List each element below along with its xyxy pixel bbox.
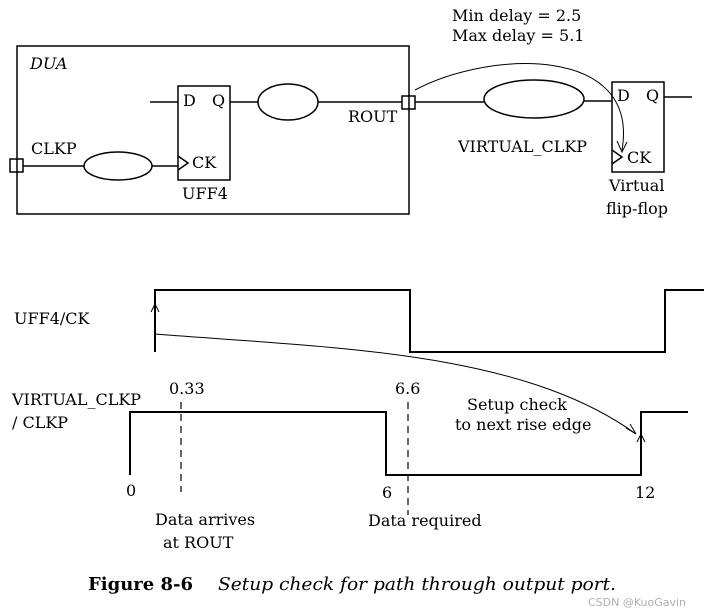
dua-box <box>16 45 410 215</box>
watermark: CSDN @KuoGavin <box>588 596 686 609</box>
time-0: 0 <box>126 481 136 500</box>
internal-logic <box>257 83 319 121</box>
setup-check-arrow-head <box>625 423 637 435</box>
virtual-ff-label-1: Virtual <box>608 176 664 195</box>
vclk-waveform-label-1: VIRTUAL_CLKP <box>11 390 141 409</box>
uff4-ck-waveform-label: UFF4/CK <box>14 309 91 328</box>
data-arrives-label-1: Data arrives <box>155 510 255 529</box>
delay-arrow <box>414 63 624 151</box>
waveforms: UFF4/CK VIRTUAL_CLKP / CLKP 0.33 6.6 0 6… <box>11 289 704 552</box>
virtual-ff-clock-triangle <box>611 149 624 165</box>
virtual-ff-label-2: flip-flop <box>606 199 668 218</box>
data-arrives-label-2: at ROUT <box>163 533 234 552</box>
time-12: 12 <box>635 483 655 502</box>
time-6: 6 <box>382 483 392 502</box>
min-delay-label: Min delay = 2.5 <box>452 6 581 25</box>
virtual-ff-d-pin: D <box>617 86 630 105</box>
virtual-flip-flop <box>611 81 665 173</box>
uff4-flip-flop <box>177 85 231 181</box>
uff4-q-pin: Q <box>212 91 225 110</box>
rout-label: ROUT <box>348 107 398 126</box>
external-delay <box>483 79 585 119</box>
uff4-clock-triangle <box>177 155 190 171</box>
uff4-ck-pin: CK <box>192 153 217 172</box>
setup-check-arrow <box>154 333 637 435</box>
virtual-clkp-label: VIRTUAL_CLKP <box>457 137 587 156</box>
schematic: Min delay = 2.5 Max delay = 5.1 DUA CLKP… <box>9 6 692 218</box>
vclk-rise-marker-head <box>636 432 646 443</box>
uff4-ck-rise-marker-head <box>150 302 160 313</box>
uff4-d-pin: D <box>183 91 196 110</box>
time-0-33: 0.33 <box>169 379 205 398</box>
vclk-waveform <box>129 411 688 476</box>
clkp-label: CLKP <box>31 139 77 158</box>
virtual-ff-q-pin: Q <box>646 86 659 105</box>
setup-check-label-2: to next rise edge <box>455 415 591 434</box>
setup-check-label-1: Setup check <box>467 395 567 414</box>
uff4-label: UFF4 <box>182 184 228 203</box>
uff4-ck-waveform <box>154 289 704 353</box>
time-6-6: 6.6 <box>395 379 420 398</box>
figure-caption-text: Setup check for path through output port… <box>218 574 616 595</box>
virtual-ff-ck-pin: CK <box>627 148 652 167</box>
max-delay-label: Max delay = 5.1 <box>452 26 584 45</box>
dua-label: DUA <box>29 54 67 73</box>
delay-arrow-head <box>616 140 628 154</box>
clock-buffer <box>83 151 153 181</box>
vclk-waveform-label-2: / CLKP <box>12 413 68 432</box>
figure-number: Figure 8-6 <box>88 574 193 595</box>
figure-caption: Figure 8-6 Setup check for path through … <box>88 574 616 595</box>
data-required-label: Data required <box>368 511 482 530</box>
